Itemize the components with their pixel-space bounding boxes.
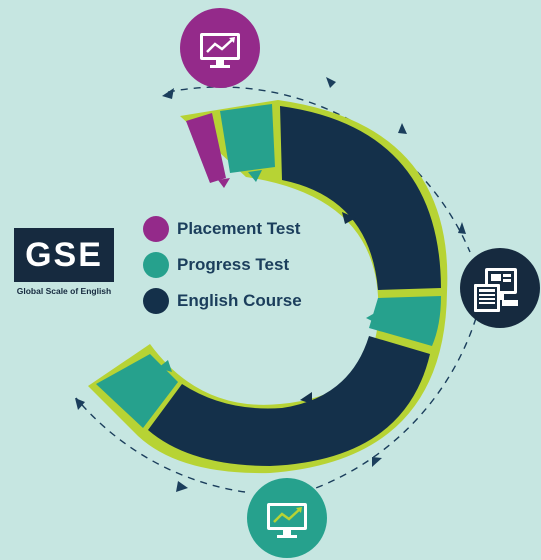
segment-placement-test (186, 113, 226, 183)
orbit-arrow (458, 222, 466, 234)
monitor-chart-icon (180, 8, 260, 88)
classroom-materials-icon (460, 248, 540, 328)
legend-swatch-course (143, 288, 169, 314)
legend-swatch-progress (143, 252, 169, 278)
orbit-arrow (372, 457, 382, 467)
legend-item-placement-test: Placement Test (143, 216, 302, 242)
gse-logo-text: GSE (25, 235, 103, 274)
orbit-arrow (75, 398, 85, 410)
gse-logo-tagline: Global Scale of English (16, 286, 112, 296)
legend-label: Progress Test (177, 255, 290, 274)
orbit-path-bottom (75, 397, 246, 493)
segment-notches (158, 170, 380, 404)
monitor-chart-icon (247, 478, 327, 558)
segment-progress-test-right (369, 296, 441, 346)
legend-item-english-course: English Course (143, 288, 302, 314)
segment-progress-test-bottom (96, 354, 178, 428)
orbit-arrow (162, 88, 174, 99)
legend-item-progress-test: Progress Test (143, 252, 302, 278)
legend-label: English Course (177, 291, 302, 310)
orbit-arrows (75, 77, 466, 492)
gse-logo: GSE Global Scale of English (8, 228, 120, 296)
segment-english-course-lower (148, 336, 430, 466)
orbit-arrow (398, 123, 407, 134)
legend-swatch-placement (143, 216, 169, 242)
legend: Placement Test Progress Test English Cou… (143, 216, 302, 314)
gse-logo-box: GSE (14, 228, 114, 282)
legend-label: Placement Test (177, 219, 301, 238)
orbit-arrow (176, 481, 188, 492)
segment-english-course-upper (280, 106, 441, 290)
segment-progress-test-top (220, 104, 275, 173)
orbit-arrow (326, 77, 336, 88)
